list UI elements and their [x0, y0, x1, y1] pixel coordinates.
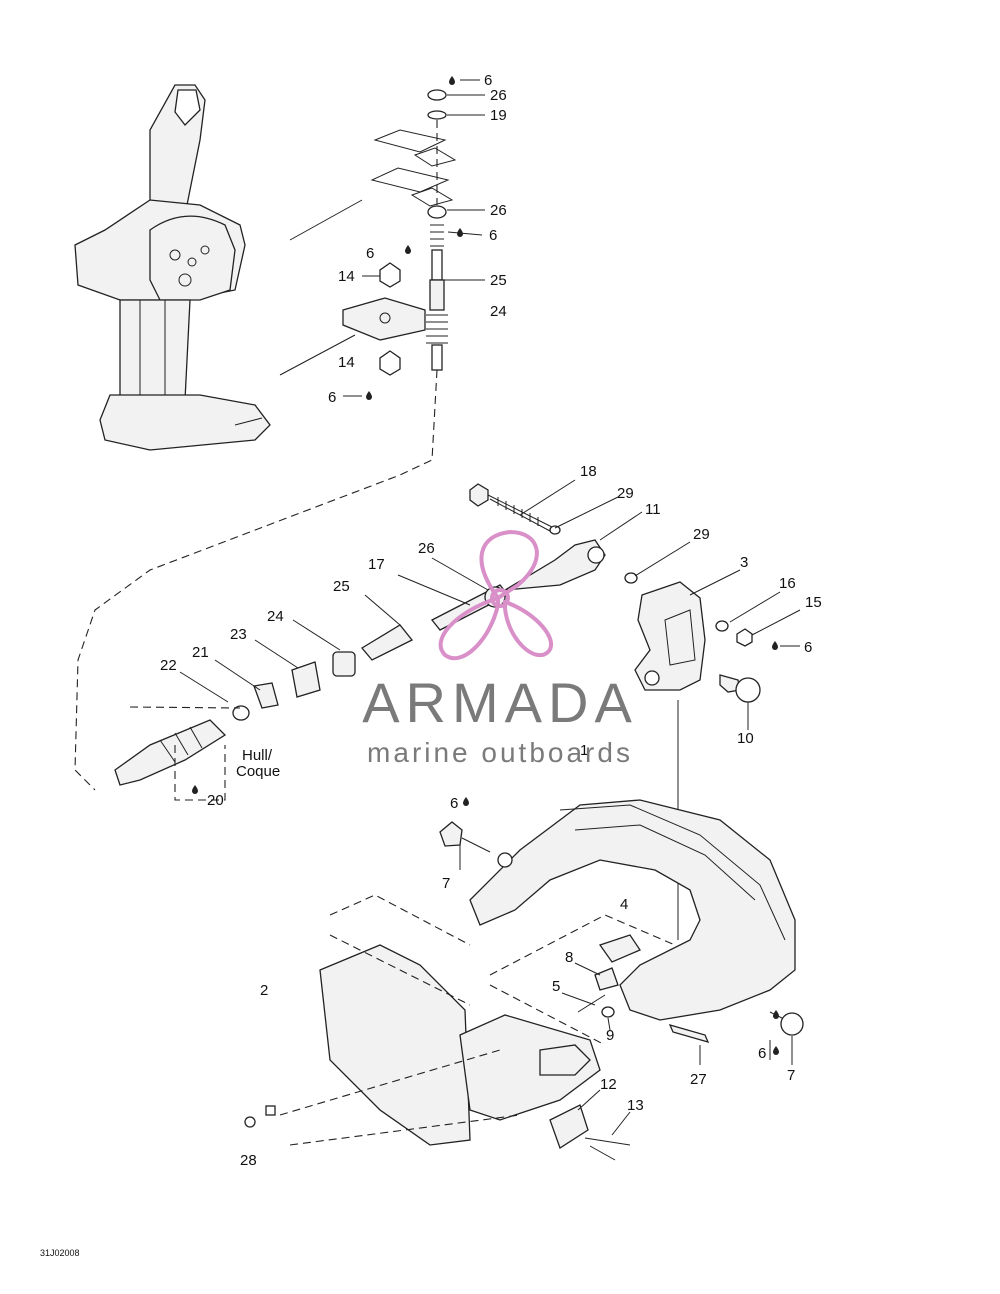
oil-drop-icon — [366, 391, 372, 400]
callout-26: 26 — [418, 540, 435, 557]
callout-23: 23 — [230, 626, 247, 643]
callout-1: 1 — [580, 742, 588, 759]
oil-drop-icon — [405, 245, 411, 254]
callout-25: 25 — [333, 578, 350, 595]
callout-3: 3 — [740, 554, 748, 571]
callout-14: 14 — [338, 354, 355, 371]
lubricant-drop-icons — [192, 76, 779, 1055]
hull-label: Hull/ Coque — [236, 747, 280, 780]
callout-10: 10 — [737, 730, 754, 747]
callout-15: 15 — [805, 594, 822, 611]
callout-2: 2 — [260, 982, 268, 999]
callout-11: 11 — [645, 501, 661, 518]
callout-4: 4 — [620, 896, 628, 913]
callout-22: 22 — [160, 657, 177, 674]
oil-drop-icon — [449, 76, 455, 85]
oil-drop-icon — [773, 1046, 779, 1055]
callout-19: 19 — [490, 107, 507, 124]
oil-drop-icon — [457, 228, 463, 237]
callout-12: 12 — [600, 1076, 617, 1093]
callout-24: 24 — [267, 608, 284, 625]
oil-drop-icon — [772, 641, 778, 650]
hull-label-line2: Coque — [236, 763, 280, 780]
callout-leaders — [179, 79, 801, 1136]
callout-21: 21 — [192, 644, 209, 661]
callout-6: 6 — [758, 1045, 766, 1062]
callout-6: 6 — [366, 245, 374, 262]
callout-6: 6 — [450, 795, 458, 812]
lower-cable-hardware — [114, 483, 638, 801]
bracket-and-screw — [634, 581, 761, 940]
callout-27: 27 — [690, 1071, 707, 1088]
callout-6: 6 — [328, 389, 336, 406]
watermark-tagline: marine outboards — [367, 737, 633, 768]
callout-16: 16 — [779, 575, 796, 592]
watermark-brand: ARMADA — [362, 671, 638, 734]
callout-labels: 6 26 19 26 6 6 14 25 24 14 6 18 29 11 29… — [40, 72, 822, 1258]
propeller-logo-icon — [438, 529, 554, 661]
callout-24: 24 — [490, 303, 507, 320]
callout-6: 6 — [489, 227, 497, 244]
control-lever-assembly — [74, 84, 363, 451]
callout-9: 9 — [606, 1027, 614, 1044]
callout-6: 6 — [484, 72, 492, 89]
callout-29: 29 — [617, 485, 634, 502]
callout-8: 8 — [565, 949, 573, 966]
callout-29: 29 — [693, 526, 710, 543]
upper-cable-hardware — [74, 89, 457, 791]
callout-28: 28 — [240, 1152, 257, 1169]
callout-14: 14 — [338, 268, 355, 285]
callout-13: 13 — [627, 1097, 644, 1114]
armada-watermark: ARMADA marine outboards — [362, 529, 638, 768]
oil-drop-icon — [773, 1010, 779, 1019]
oil-drop-icon — [463, 797, 469, 806]
callout-18: 18 — [580, 463, 597, 480]
callout-26: 26 — [490, 202, 507, 219]
hull-label-line1: Hull/ — [242, 747, 273, 764]
callout-26: 26 — [490, 87, 507, 104]
diagram-code: 31J02008 — [40, 1248, 80, 1258]
callout-7: 7 — [442, 875, 450, 892]
callout-5: 5 — [552, 978, 560, 995]
oil-drop-icon — [192, 785, 198, 794]
callout-25: 25 — [490, 272, 507, 289]
callout-20: 20 — [207, 792, 224, 809]
housing-assembly — [244, 799, 804, 1161]
callout-6: 6 — [804, 639, 812, 656]
callout-17: 17 — [368, 556, 385, 573]
callout-7: 7 — [787, 1067, 795, 1084]
